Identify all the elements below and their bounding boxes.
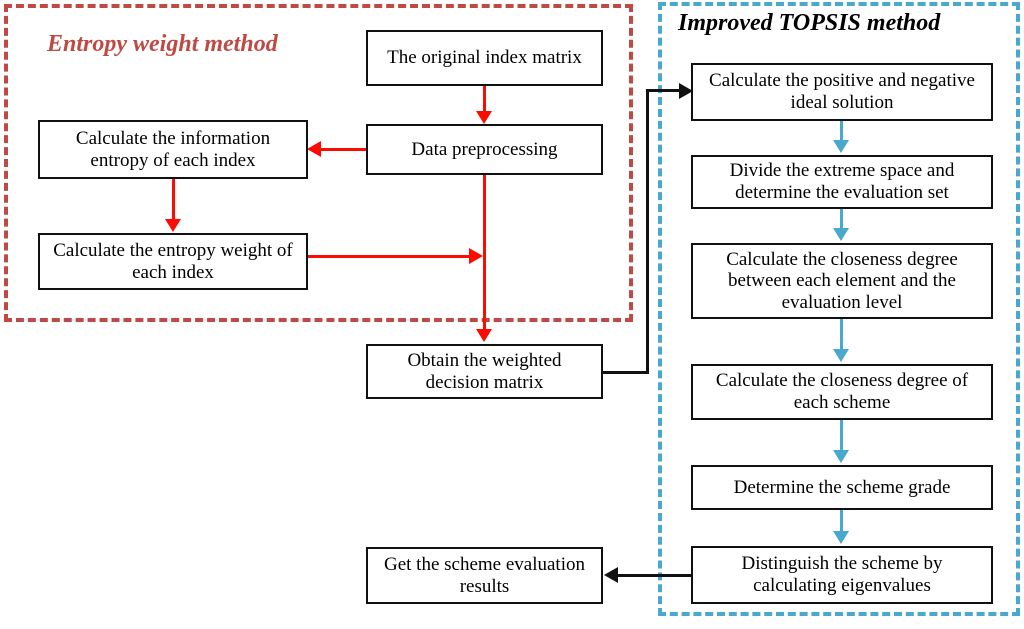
edge-divide-to-closenesselement-line bbox=[840, 209, 843, 229]
edge-distinguish-to-results-line bbox=[617, 574, 693, 577]
edge-closenesselement-to-closenessscheme-arrowhead bbox=[833, 349, 849, 362]
edge-ideal-to-divide-arrowhead bbox=[833, 140, 849, 153]
node-divide-extreme-space[interactable]: Divide the extreme space and determine t… bbox=[691, 155, 993, 209]
edge-preprocessing-to-infoentropy-arrowhead bbox=[307, 141, 321, 157]
edge-distinguish-to-results-arrowhead bbox=[604, 567, 618, 583]
node-closeness-degree-element[interactable]: Calculate the closeness degree between e… bbox=[691, 243, 993, 319]
node-original-index-matrix[interactable]: The original index matrix bbox=[366, 30, 603, 86]
node-data-preprocessing[interactable]: Data preprocessing bbox=[366, 124, 603, 175]
edge-weighted-to-ideal-segment-up bbox=[646, 89, 649, 374]
improved-topsis-group-title: Improved TOPSIS method bbox=[678, 10, 941, 36]
edge-entropyweight-to-weighted-line bbox=[308, 255, 471, 258]
edge-weighted-to-ideal-segment-right bbox=[601, 371, 649, 374]
edge-infoentropy-to-entropyweight-arrowhead bbox=[165, 219, 181, 232]
edge-preprocessing-to-weighted-line bbox=[483, 175, 486, 331]
node-closeness-degree-scheme[interactable]: Calculate the closeness degree of each s… bbox=[691, 364, 993, 420]
node-calculate-entropy-weight[interactable]: Calculate the entropy weight of each ind… bbox=[38, 233, 308, 290]
improved-topsis-group-frame bbox=[658, 2, 1020, 616]
edge-preprocessing-to-weighted-arrowhead bbox=[476, 329, 492, 342]
edge-ideal-to-divide-line bbox=[840, 121, 843, 142]
node-get-scheme-evaluation-results[interactable]: Get the scheme evaluation results bbox=[366, 547, 603, 604]
entropy-weight-group-frame bbox=[4, 4, 633, 322]
node-obtain-weighted-decision-matrix[interactable]: Obtain the weighted decision matrix bbox=[366, 344, 603, 399]
entropy-weight-group-title: Entropy weight method bbox=[47, 31, 278, 57]
node-calculate-ideal-solution[interactable]: Calculate the positive and negative idea… bbox=[691, 63, 993, 121]
edge-grade-to-distinguish-arrowhead bbox=[833, 531, 849, 544]
edge-original-to-preprocessing-line bbox=[483, 86, 486, 113]
edge-divide-to-closenesselement-arrowhead bbox=[833, 228, 849, 241]
edge-preprocessing-to-infoentropy-line bbox=[320, 148, 367, 151]
node-distinguish-scheme-eigenvalues[interactable]: Distinguish the scheme by calculating ei… bbox=[691, 546, 993, 604]
edge-closenessscheme-to-grade-arrowhead bbox=[833, 450, 849, 463]
edge-closenesselement-to-closenessscheme-line bbox=[840, 319, 843, 349]
edge-entropyweight-to-weighted-arrowhead bbox=[469, 248, 483, 264]
node-calculate-information-entropy[interactable]: Calculate the information entropy of eac… bbox=[38, 120, 308, 179]
edge-weighted-to-ideal-segment-into-box bbox=[646, 89, 684, 92]
edge-original-to-preprocessing-arrowhead bbox=[476, 111, 492, 124]
node-determine-scheme-grade[interactable]: Determine the scheme grade bbox=[691, 465, 993, 510]
edge-weighted-to-ideal-arrowhead bbox=[679, 83, 693, 99]
edge-closenessscheme-to-grade-line bbox=[840, 420, 843, 451]
edge-grade-to-distinguish-line bbox=[840, 510, 843, 533]
edge-infoentropy-to-entropyweight-line bbox=[172, 179, 175, 221]
